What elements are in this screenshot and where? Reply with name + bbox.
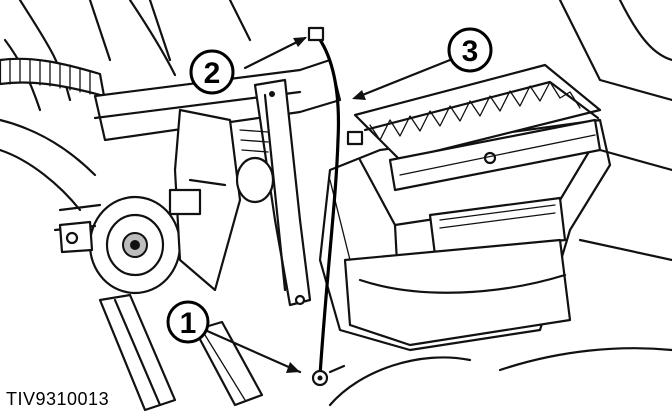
brake-booster xyxy=(53,195,182,295)
cable-clip-icon xyxy=(346,130,364,146)
callout-3: 3 xyxy=(447,27,493,73)
leader-arrowhead-2-icon xyxy=(293,37,307,47)
right-trim xyxy=(498,0,672,372)
control-cable xyxy=(307,26,364,387)
wiring-harness xyxy=(0,57,106,98)
dashboard-edge xyxy=(0,0,252,212)
callout-2-number: 2 xyxy=(204,57,221,90)
pedal-arms xyxy=(98,293,472,412)
callout-1: 1 xyxy=(166,300,210,344)
callout-leaders xyxy=(203,36,452,374)
figure-code: TIV9310013 xyxy=(6,389,109,409)
leader-arrowhead-3-icon xyxy=(352,90,366,100)
column-housing xyxy=(168,108,275,292)
leader-arrowhead-1-icon xyxy=(286,362,300,373)
cable-upper-end-icon xyxy=(307,26,325,42)
callout-1-number: 1 xyxy=(180,307,197,340)
callout-2: 2 xyxy=(189,49,235,95)
callout-3-number: 3 xyxy=(462,35,479,68)
cover-lattice xyxy=(353,63,602,192)
pedal-support-bracket xyxy=(253,78,312,307)
